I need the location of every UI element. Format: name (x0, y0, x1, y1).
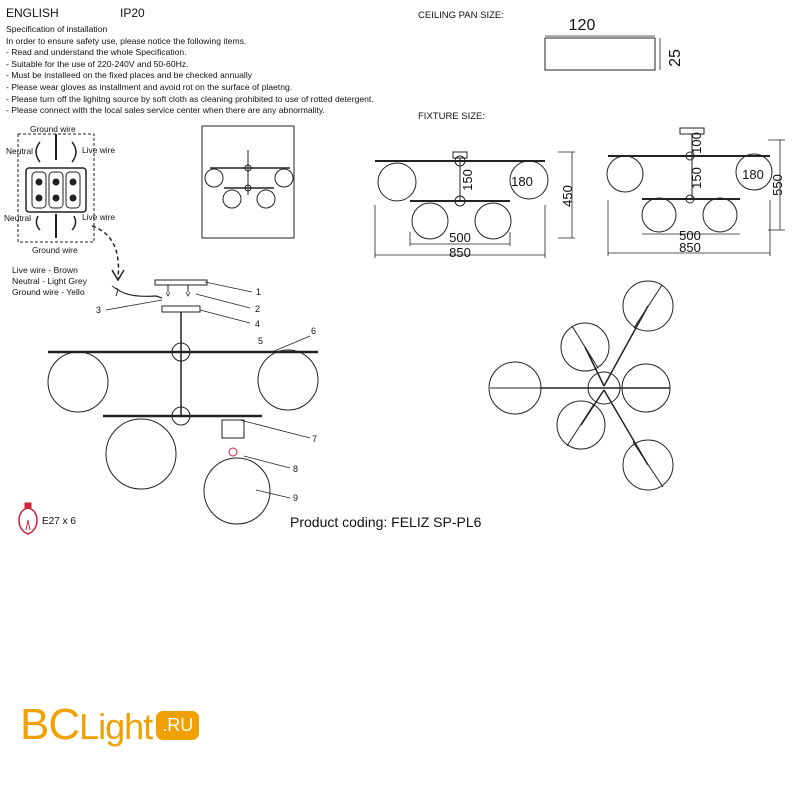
spec-line: - Please turn off the lighitng source by… (6, 93, 374, 104)
ceiling-pan-drawing (544, 35, 661, 71)
part-number-5: 5 (258, 336, 263, 346)
left-total-height: 450 (560, 185, 575, 207)
part-number-4: 4 (255, 319, 260, 329)
part-number-8: 8 (293, 464, 298, 474)
neutral-label: Neutral (6, 146, 33, 156)
part-number-6: 6 (311, 326, 316, 336)
right-rod-length: 150 (689, 167, 704, 189)
neutral-label-2: Neutral (4, 213, 31, 223)
logo-ru: .RU (156, 711, 200, 740)
wire-color-legend: Live wire - Brown Neutral - Light Grey G… (12, 265, 87, 298)
legend-live: Live wire - Brown (12, 265, 78, 275)
part-number-1: 1 (256, 287, 261, 297)
left-lower-width: 500 (449, 230, 471, 245)
fixture-thumbnail (201, 125, 295, 239)
bulb-icon (18, 502, 38, 535)
ground-wire-bottom-label: Ground wire (32, 245, 78, 255)
part-number-3: 3 (96, 305, 101, 315)
ground-wire-top-label: Ground wire (30, 124, 76, 134)
part-leader-lines (105, 281, 311, 499)
left-rod-length: 150 (460, 169, 475, 191)
legend-neutral: Neutral - Light Grey (12, 276, 87, 286)
pan-width-text: 120 (569, 17, 596, 34)
right-total-height: 550 (770, 174, 785, 196)
language-label: ENGLISH (6, 6, 59, 20)
spec-line: Specification of installation (6, 24, 108, 34)
left-globe-size: 180 (511, 174, 533, 189)
fixture-size-label: FIXTURE SIZE: (418, 111, 486, 122)
right-lower-width: 500 (679, 228, 701, 243)
fixture-size-left (374, 151, 575, 258)
specification-text: Specification of installation In order t… (6, 24, 374, 117)
ceiling-pan-label: CEILING PAN SIZE: (418, 10, 504, 21)
pan-height-text: 25 (667, 49, 684, 67)
part-number-2: 2 (255, 304, 260, 314)
spec-line: - Suitable for the use of 220-240V and 5… (6, 58, 189, 69)
bulb-spec: E27 x 6 (42, 516, 76, 527)
spec-line: - Please connect with the local sales se… (6, 105, 325, 116)
legend-ground: Ground wire - Yello (12, 287, 85, 297)
small-bulb-icon (228, 447, 238, 457)
spec-line: - Please wear gloves as installment and … (6, 81, 293, 92)
logo-light: Light (79, 706, 153, 747)
fixture-size-right (606, 127, 785, 256)
live-wire-label-2: Live wire (82, 212, 116, 222)
spec-line: - Must be installeed on the fixed places… (6, 70, 253, 81)
right-globe-size: 180 (742, 167, 764, 182)
exploded-fixture-drawing (47, 279, 319, 525)
right-top-length: 100 (689, 132, 704, 154)
terminal-block-diagram (17, 133, 163, 299)
bclight-logo: BCLight.RU (20, 700, 200, 750)
part-number-9: 9 (293, 493, 298, 503)
spec-line: In order to ensure safety use, please no… (6, 35, 247, 46)
logo-bc: BC (20, 700, 80, 749)
product-coding: Product coding: FELIZ SP-PL6 (290, 514, 482, 530)
part-number-7: 7 (312, 434, 317, 444)
spec-line: - Read and understand the whole Specific… (6, 47, 187, 58)
live-wire-label: Live wire (82, 145, 116, 155)
ip-rating: IP20 (120, 6, 145, 20)
right-total-width: 850 (679, 240, 701, 255)
top-view-drawing (488, 280, 674, 491)
left-total-width: 850 (449, 245, 471, 260)
